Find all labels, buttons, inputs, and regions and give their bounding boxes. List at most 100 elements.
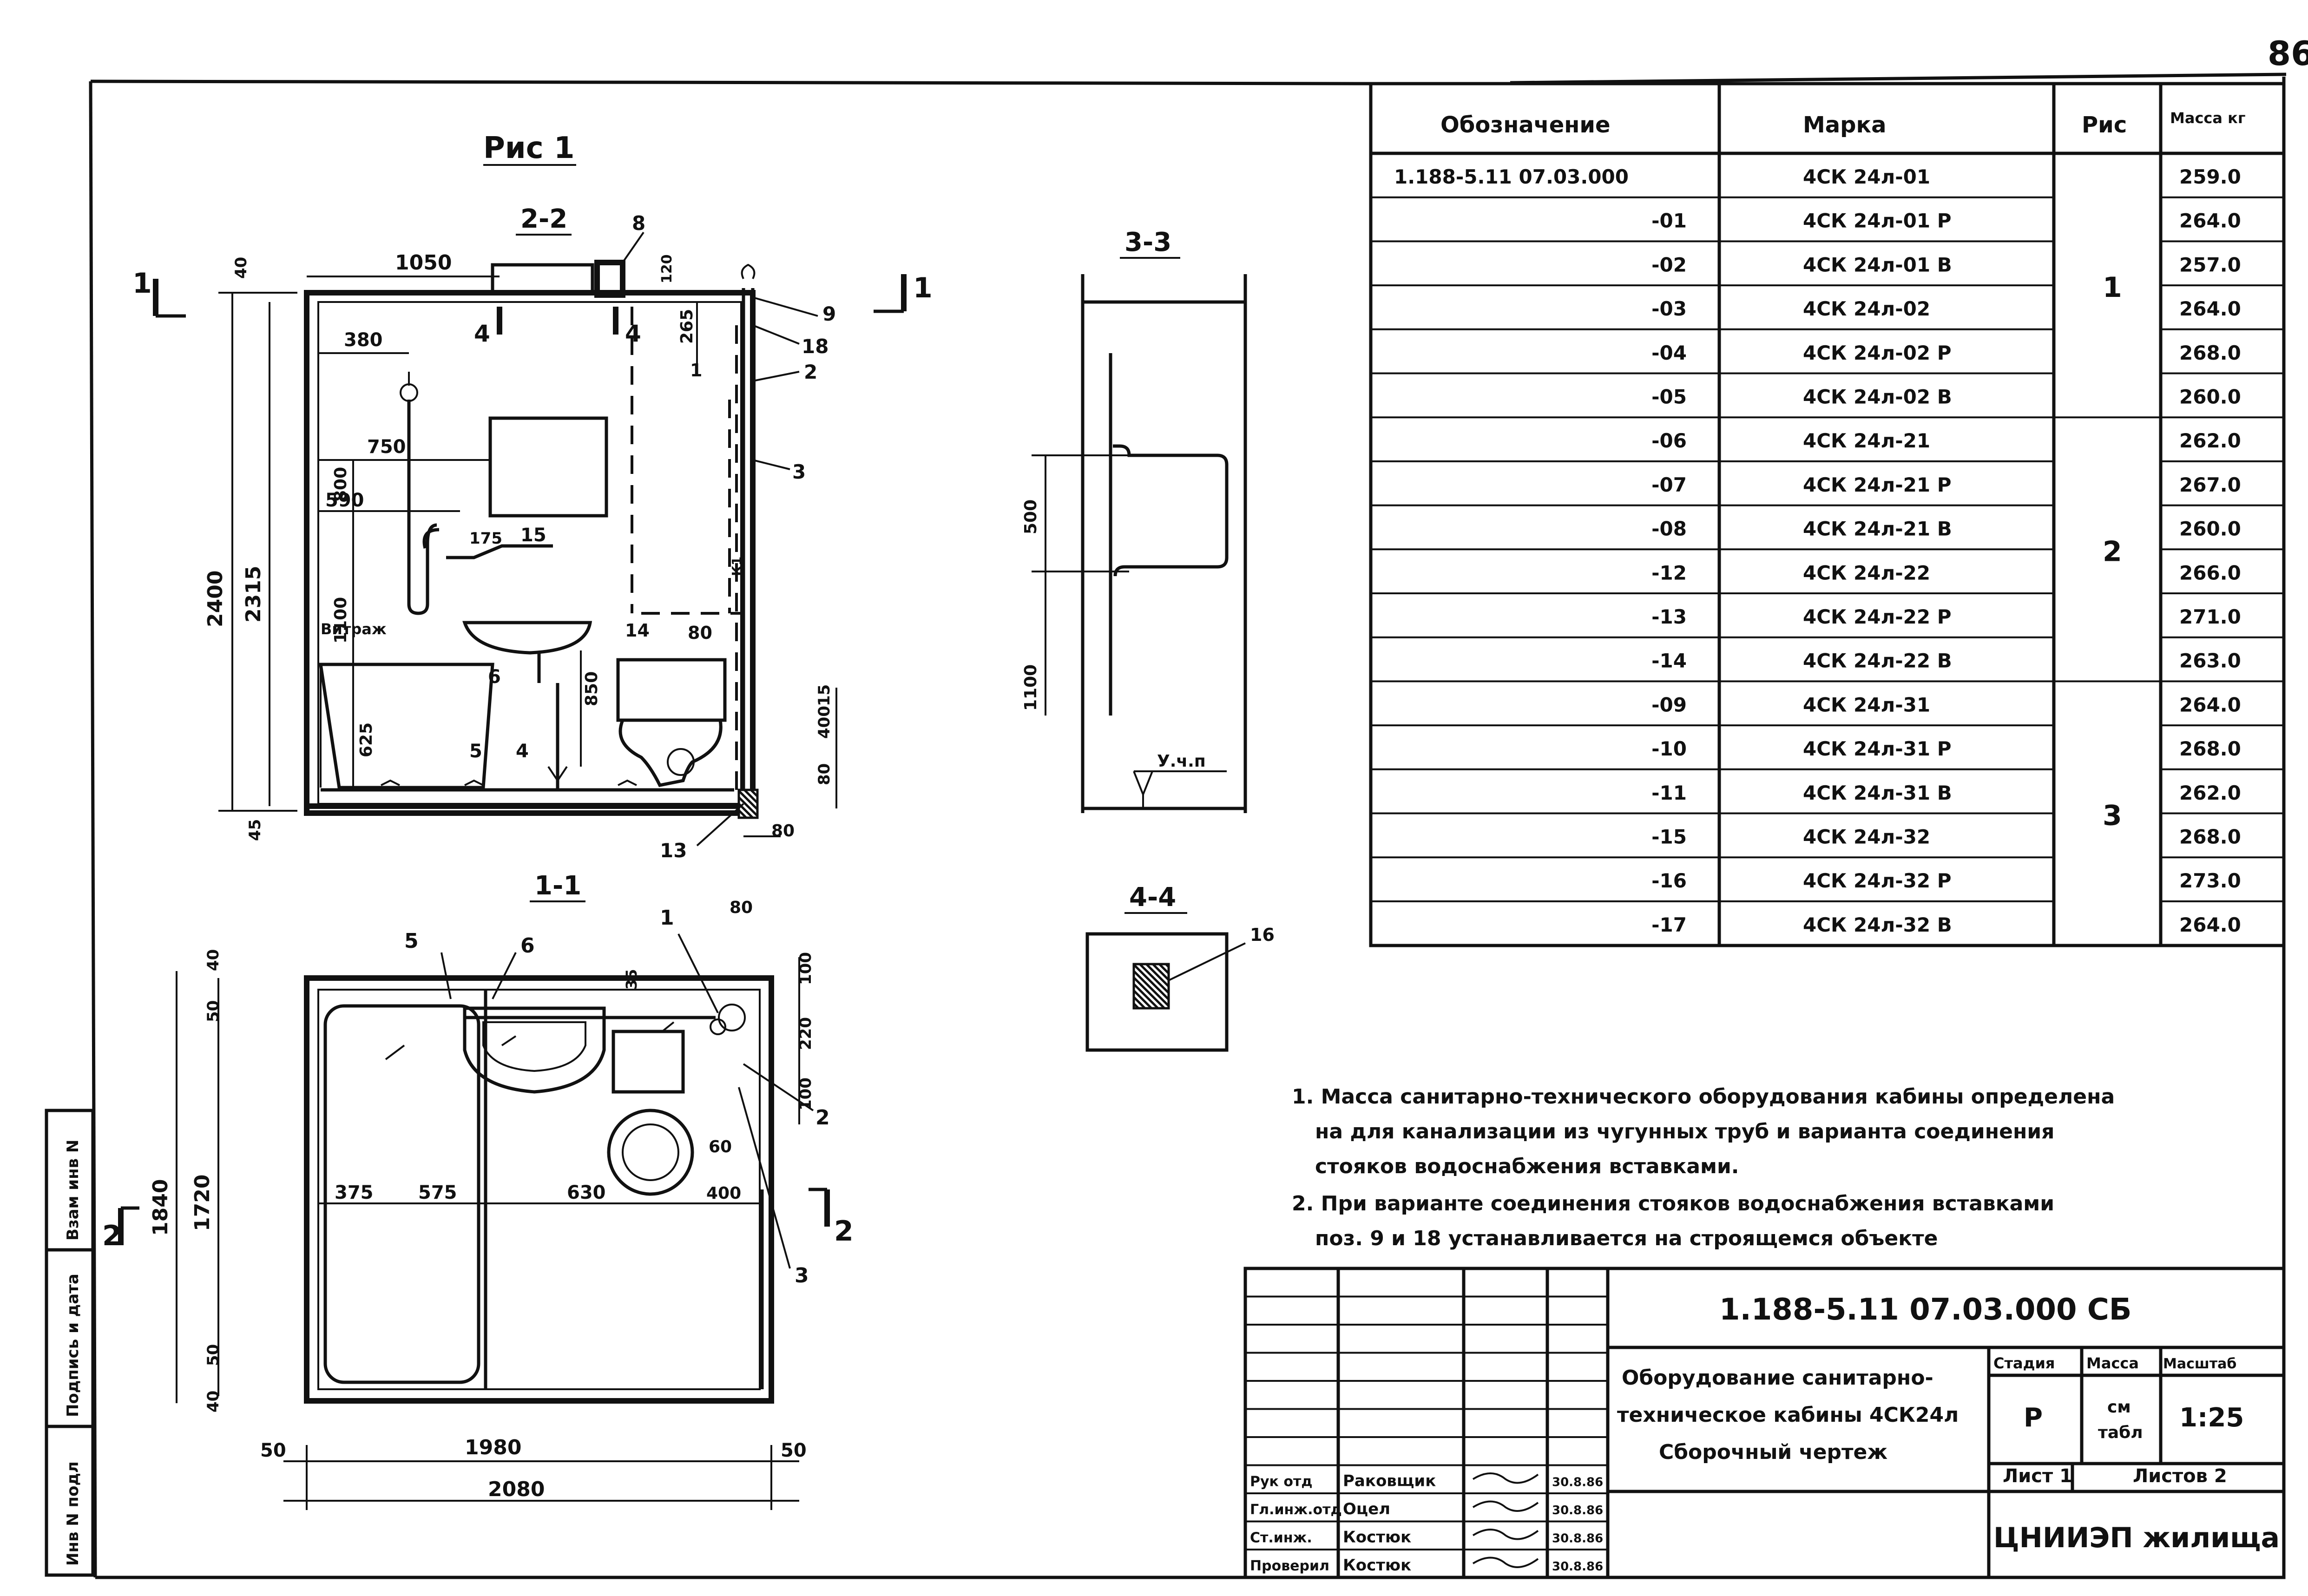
- cell-mark: 4СК 24л-22 В: [1803, 650, 1952, 672]
- pos-label-5-v11: 5: [404, 929, 419, 953]
- dim-50-bottom: 50: [204, 1344, 223, 1366]
- cell-designation: -04: [1651, 342, 1687, 364]
- dim-575: 575: [418, 1182, 457, 1203]
- note-line-2: на для канализации из чугунных труб и ва…: [1315, 1120, 2054, 1143]
- cell-mark: 4СК 24л-31 Р: [1803, 737, 1952, 760]
- stamp-replace-inv: Взам инв N: [64, 1140, 82, 1241]
- sig-name: Костюк: [1343, 1528, 1411, 1547]
- pos-label-4: 4: [516, 741, 529, 762]
- cut-label-4-left: 4: [474, 320, 490, 347]
- cut-label-2-left: 2: [102, 1220, 122, 1252]
- cell-fig-group: 1: [2103, 271, 2122, 304]
- cell-designation: 1.188-5.11 07.03.000: [1394, 165, 1629, 188]
- dim-2400: 2400: [204, 571, 227, 627]
- pos-label-8: 8: [632, 212, 645, 235]
- cut-label-1-right: 1: [913, 272, 933, 304]
- cell-designation: -17: [1651, 913, 1687, 936]
- tb-mass-header: Масса: [2086, 1354, 2139, 1372]
- page-number: 86: [2268, 34, 2308, 73]
- dim-50-top: 50: [204, 1000, 223, 1022]
- cell-mark: 4СК 24л-31: [1803, 693, 1930, 716]
- tb-name-1: Оборудование санитарно-: [1622, 1366, 1933, 1390]
- tb-mass-value-2: табл: [2098, 1423, 2143, 1442]
- cell-mass: 264.0: [2179, 297, 2241, 320]
- dim-50-left: 50: [260, 1440, 286, 1461]
- cell-designation: -08: [1651, 518, 1687, 540]
- cell-designation: -11: [1651, 782, 1687, 804]
- dim-630: 630: [567, 1182, 606, 1203]
- tb-sheet: Лист 1: [2003, 1465, 2072, 1487]
- dim-1720: 1720: [191, 1175, 214, 1231]
- signature-scribble: [1472, 1529, 1539, 1540]
- pos-label-3-v22: 3: [792, 460, 806, 483]
- cell-mark: 4СК 24л-22: [1803, 561, 1930, 584]
- sig-name: Раковщик: [1343, 1472, 1436, 1491]
- dim-175: 175: [469, 529, 502, 548]
- dim-300: 80: [815, 763, 834, 785]
- header-designation: Обозначение: [1440, 112, 1611, 138]
- cell-designation: -03: [1651, 297, 1687, 320]
- cell-designation: -15: [1651, 826, 1687, 848]
- pos-label-6: 6: [488, 666, 501, 688]
- side-stamp: Взам инв N Подпись и дата Инв N подл: [45, 1109, 95, 1577]
- dim-265: 265: [677, 309, 697, 344]
- cell-mass: 263.0: [2179, 650, 2241, 672]
- tb-scale: 1:25: [2179, 1403, 2244, 1433]
- sig-date: 30.8.86: [1552, 1504, 1603, 1517]
- cell-mass: 260.0: [2179, 386, 2241, 408]
- tb-stage-header: Стадия: [1993, 1354, 2055, 1372]
- section-label-3-3: 3-3: [1124, 227, 1171, 257]
- cell-mark: 4СК 24л-32: [1803, 826, 1930, 848]
- view-4-4: 4-4 16: [1085, 882, 1275, 1052]
- signature-scribble: [1472, 1557, 1539, 1568]
- note-line-3: стояков водоснабжения вставками.: [1315, 1155, 1739, 1178]
- dim-100-a: 100: [796, 952, 815, 985]
- dim-80-h: 80: [771, 821, 795, 841]
- pos-label-15: 15: [520, 525, 546, 546]
- dim-375: 375: [335, 1182, 374, 1203]
- sig-role: Проверил: [1250, 1558, 1329, 1574]
- cell-designation: -14: [1651, 650, 1687, 672]
- dim-625: 625: [357, 722, 376, 757]
- cell-mark: 4СК 24л-02 Р: [1803, 342, 1952, 364]
- cut-label-1-left: 1: [132, 267, 152, 300]
- cell-mass: 262.0: [2179, 782, 2241, 804]
- pos-label-14: 14: [625, 620, 650, 641]
- dim-45: 45: [246, 819, 264, 841]
- cell-mass: 267.0: [2179, 473, 2241, 496]
- cell-mark: 4СК 24л-32 Р: [1803, 869, 1952, 892]
- dim-500: 500: [1021, 499, 1040, 534]
- pos-label-6-v11: 6: [520, 934, 535, 958]
- section-label-4-4: 4-4: [1129, 882, 1176, 913]
- cell-mass: 257.0: [2179, 253, 2241, 276]
- signature-scribble: [1472, 1500, 1539, 1512]
- dim-2080: 2080: [488, 1478, 545, 1501]
- cell-mass: 266.0: [2179, 561, 2241, 584]
- cell-mark: 4СК 24л-01: [1803, 165, 1930, 188]
- stamp-signature-date: Подпись и дата: [64, 1274, 82, 1417]
- pos-label-16: 16: [1250, 925, 1275, 945]
- cell-mass: 262.0: [2179, 429, 2241, 452]
- tb-stage: Р: [2024, 1403, 2043, 1433]
- dim-1840: 1840: [149, 1179, 172, 1236]
- view-1-1: 1-1 5 6 1 2 3 2: [102, 871, 854, 1510]
- cell-mark: 4СК 24л-01 Р: [1803, 210, 1952, 232]
- tb-name-3: Сборочный чертеж: [1659, 1440, 1887, 1464]
- pos-label-3-v11: 3: [795, 1264, 809, 1287]
- header-fig: Рис: [2082, 112, 2127, 138]
- dim-100-b: 100: [796, 1077, 815, 1110]
- dim-380: 380: [344, 329, 383, 351]
- cell-mark: 4СК 24л-21 В: [1803, 518, 1952, 540]
- sig-name: Оцел: [1343, 1500, 1390, 1518]
- signature-scribble: [1472, 1472, 1539, 1484]
- cell-designation: -13: [1651, 605, 1687, 628]
- cell-designation: -06: [1651, 429, 1687, 452]
- tb-code: 1.188-5.11 07.03.000 СБ: [1719, 1293, 2132, 1327]
- view-2-2: 2-2 1 1 8 4 4: [132, 204, 933, 862]
- level-mark: У.ч.п: [1157, 752, 1206, 771]
- dim-590: 590: [325, 490, 364, 511]
- cell-fig-group: 3: [2103, 800, 2122, 832]
- title-block: 1.188-5.11 07.03.000 СБ Оборудование сан…: [1243, 1267, 2286, 1579]
- cell-mark: 4СК 24л-31 В: [1803, 782, 1952, 804]
